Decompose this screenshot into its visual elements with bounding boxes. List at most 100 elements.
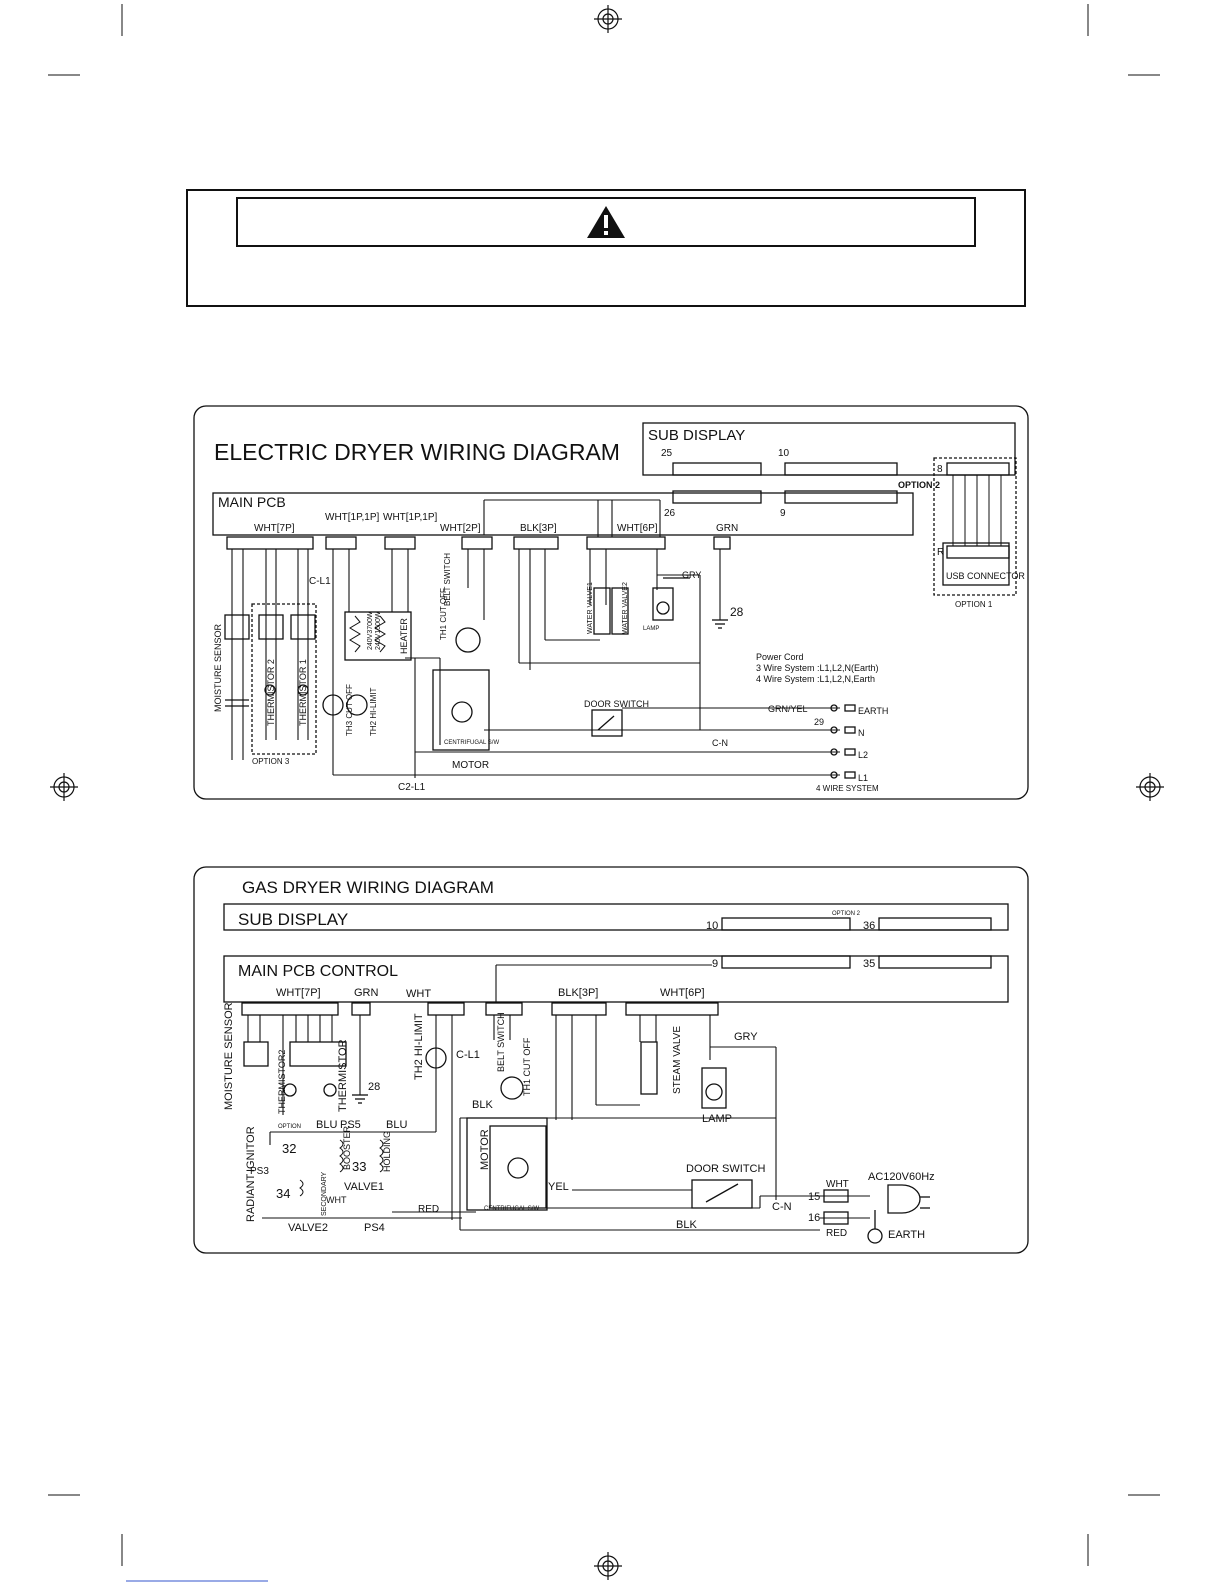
gas-num-28: 28 [368, 1081, 380, 1093]
gas-num-16: 16 [808, 1212, 820, 1224]
electric-option3-box [251, 603, 317, 755]
gas-pin-strips [241, 917, 992, 1067]
gas-labels: GAS DRYER WIRING DIAGRAM SUB DISPLAY MAI… [223, 878, 935, 1241]
gas-door-label: DOOR SWITCH [686, 1163, 765, 1175]
electric-door-label: DOOR SWITCH [584, 699, 649, 709]
electric-lamp-label: LAMP [643, 626, 659, 632]
electric-wires [231, 499, 840, 778]
electric-conn-grn: GRN [716, 523, 738, 534]
electric-power-terminals [830, 704, 856, 779]
electric-pin-strips [224, 462, 1010, 640]
gas-belt-label: BELT SWITCH [496, 1012, 506, 1072]
electric-title: ELECTRIC DRYER WIRING DIAGRAM [214, 439, 620, 465]
gas-valve2-label: VALVE2 [288, 1222, 328, 1234]
gas-ps3-label: PS3 [250, 1166, 269, 1177]
gas-num-34: 34 [276, 1186, 290, 1201]
electric-num-25: 25 [661, 448, 673, 459]
electric-centrifugal: CENTRIFUGAL S/W [444, 740, 499, 746]
electric-num-26: 26 [664, 508, 676, 519]
gas-ac-label: AC120V60Hz [868, 1171, 935, 1183]
gas-steam-label: STEAM VALVE [672, 1026, 683, 1094]
gas-cl1-label: C-L1 [456, 1049, 480, 1061]
gas-sub-display-label: SUB DISPLAY [238, 910, 348, 929]
gas-valve1-label: VALVE1 [344, 1181, 384, 1193]
electric-water-valve2 [611, 587, 629, 635]
gas-yel-label: YEL [548, 1181, 569, 1193]
electric-power-cord: Power Cord [756, 652, 804, 662]
registration-mark-right [1136, 773, 1164, 801]
gas-thermistor2-symbol [283, 1083, 297, 1097]
gas-holding-label: HOLDING [382, 1131, 392, 1172]
gas-cn-label: C-N [772, 1201, 792, 1213]
electric-heater-w1: 240V3700W [367, 611, 374, 650]
gas-thermistor-symbol [323, 1083, 337, 1097]
electric-thermistor2-symbol [264, 684, 276, 696]
gas-num-36: 36 [863, 920, 875, 932]
gas-motor-label: MOTOR [479, 1129, 491, 1170]
electric-th2-label: TH2 HI-LIMIT [369, 687, 378, 736]
electric-heater-w2: 240V1500W [375, 611, 382, 650]
gas-door-switch [691, 1179, 753, 1209]
electric-wire3: 3 Wire System :L1,L2,N(Earth) [756, 663, 879, 673]
gas-blk-label-2: BLK [472, 1099, 493, 1111]
warning-header [236, 197, 976, 247]
electric-grnyel: GRN/YEL [768, 704, 808, 714]
gas-num-32: 32 [282, 1141, 296, 1156]
registration-mark-bottom [594, 1552, 622, 1580]
gas-num-35: 35 [863, 958, 875, 970]
electric-labels: ELECTRIC DRYER WIRING DIAGRAM SUB DISPLA… [213, 427, 1025, 793]
electric-cn-label: C-N [712, 738, 728, 748]
registration-mark-left [50, 773, 78, 801]
electric-conn-wht6p: WHT[6P] [617, 523, 658, 534]
gas-conn-grn: GRN [354, 987, 379, 999]
electric-c2l1-label: C2-L1 [398, 782, 426, 793]
warning-triangle-icon [587, 206, 625, 238]
electric-option1-label: OPTION 1 [955, 600, 993, 609]
electric-lamp [652, 587, 674, 621]
electric-conn-blk3p: BLK[3P] [520, 523, 557, 534]
gas-power-plug [887, 1184, 921, 1214]
electric-conn-ry6: WHT[1P,1P] [383, 512, 437, 523]
electric-thermistor2-label: THERMISTOR 2 [266, 659, 276, 726]
electric-num-9: 9 [780, 508, 786, 519]
gas-conn-wht7p: WHT[7P] [276, 987, 321, 999]
gas-th1 [500, 1076, 524, 1100]
gas-th1-label: TH1 CUT OFF [522, 1037, 532, 1096]
electric-door-switch [591, 709, 623, 737]
registration-mark-top [594, 5, 622, 33]
electric-water2-label: WATER VALVE2 [622, 582, 629, 634]
electric-l2: L2 [858, 750, 868, 760]
electric-conn-wht7p: WHT[7P] [254, 523, 295, 534]
electric-heater-label: HEATER [399, 618, 409, 654]
gas-num-9: 9 [712, 958, 718, 970]
gas-main-pcb-box [223, 955, 1009, 1003]
electric-num-28: 28 [730, 605, 744, 619]
gas-main-pcb-label: MAIN PCB CONTROL [238, 963, 398, 980]
gas-num-10: 10 [706, 920, 718, 932]
electric-th1 [455, 627, 481, 653]
electric-gry: GRY [682, 570, 701, 580]
gas-option-label: OPTION [278, 1124, 301, 1130]
electric-num-8: 8 [937, 464, 943, 475]
electric-thermistor1-symbol [297, 684, 309, 696]
gas-blu-label-2: BLU [386, 1119, 407, 1131]
gas-red-label-2: RED [826, 1228, 847, 1239]
gas-booster-label: BOOSTER [342, 1125, 352, 1170]
gas-num-15: 15 [808, 1191, 820, 1203]
gas-secondary-label: SECONDARY [321, 1171, 328, 1216]
electric-usb-option-box [933, 457, 1017, 596]
gas-lamp-label: LAMP [702, 1113, 732, 1125]
electric-conn-wht2p: WHT[2P] [440, 523, 481, 534]
gas-sub-display-box [223, 903, 1009, 931]
electric-belt-label: BELT SWITCH [443, 553, 452, 606]
gas-ignitor-label: IGNITOR [245, 1126, 257, 1172]
gas-wht-label-2: WHT [826, 1179, 849, 1190]
gas-thermistor-label: THERMISTOR [337, 1039, 349, 1112]
electric-option3-label: OPTION 3 [252, 757, 290, 766]
gas-num-33: 33 [352, 1159, 366, 1174]
gas-th2-label: TH2 HI-LIMIT [413, 1013, 425, 1080]
gas-title: GAS DRYER WIRING DIAGRAM [242, 878, 494, 897]
electric-num-r: R [937, 547, 944, 558]
electric-water1-label: WATER VALVE1 [587, 582, 594, 634]
